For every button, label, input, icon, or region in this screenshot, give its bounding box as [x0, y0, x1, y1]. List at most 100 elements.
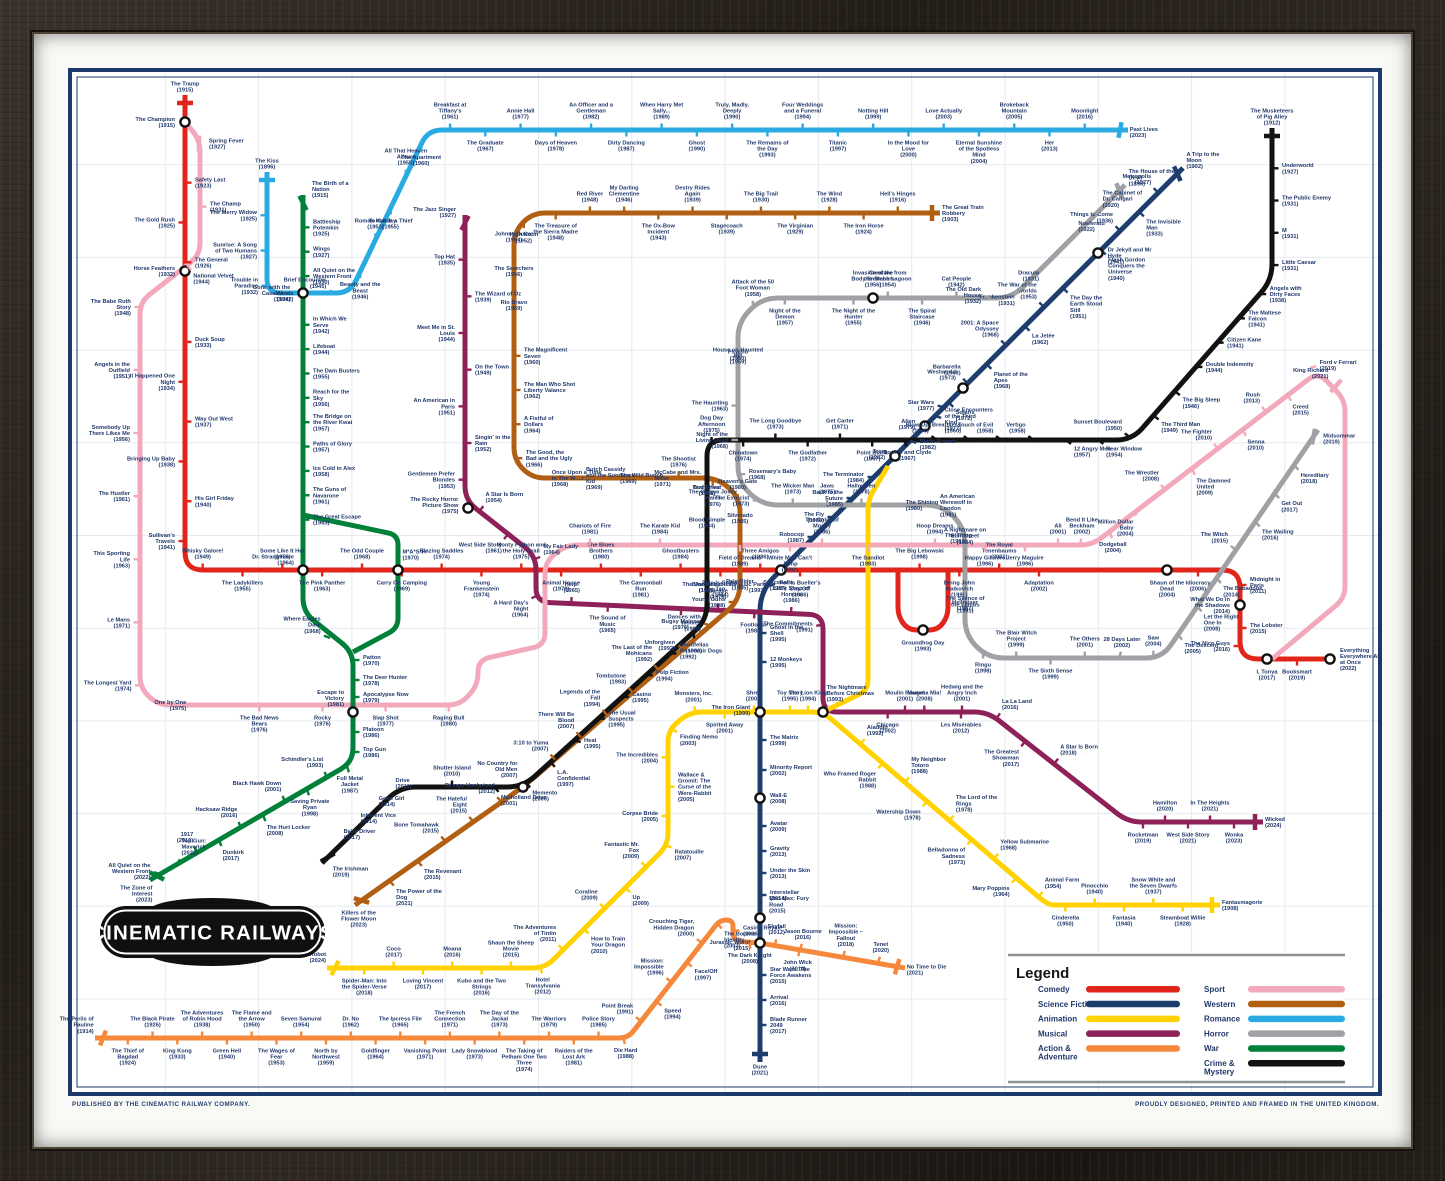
station-label: Shrek(2001) [746, 690, 763, 702]
station-label: Reservoir Dogs(1992) [680, 648, 722, 660]
station-label: Wonka(2023) [1225, 833, 1244, 845]
station-label: Creed(2015) [1292, 404, 1309, 416]
station-marker: Skyfall(2012) [768, 924, 786, 946]
station-label: The Witch(2015) [1201, 532, 1229, 544]
line-connector [302, 512, 401, 655]
station-label: Ghost(1990) [689, 141, 706, 153]
station-label: Le Mans(1971) [107, 617, 130, 629]
station-label: The Lobster(2015) [1250, 623, 1283, 635]
station-label: Casino Royale(2006) [743, 926, 782, 938]
station-marker: Star Wars(1977) [908, 400, 945, 412]
station-label: High Noon(1952) [509, 232, 538, 244]
station-label: Point Blank(1967) [857, 451, 889, 463]
station-label: The Shining(1980) [906, 500, 939, 512]
station-marker: The Witch(2015) [1201, 532, 1237, 551]
station-label: 3:10 to Yuma(2007) [513, 740, 549, 752]
station-label: Blazing Saddles(1974) [420, 548, 464, 560]
station-label: Dr. No(1962) [342, 1016, 359, 1028]
station-label: Young Guns(1988) [692, 597, 725, 609]
station-label: Three Amigos(1986) [741, 548, 779, 560]
station-label: Jaws(1975) [819, 483, 836, 495]
station-marker: Green Hell(1940) [213, 1038, 242, 1061]
station-marker: Rio Bravo(1959) [501, 300, 528, 322]
station-label: Hellraiser(1987) [952, 600, 979, 612]
station-marker: La La Land(2016) [995, 699, 1033, 720]
station-marker: My Fair Lady(1964) [533, 544, 579, 561]
station-marker: One by One(1975) [154, 700, 197, 712]
station-marker: Blazing Saddles(1974) [420, 548, 464, 570]
station-label: The Iron Giant(1999) [712, 705, 751, 717]
station-label: Top Hat(1935) [434, 255, 455, 267]
station-label: Vanishing Point(1971) [404, 1049, 447, 1061]
station-marker: Get Out(2017) [1273, 492, 1302, 513]
station-marker: Fantasia(1940) [1112, 905, 1136, 928]
station-marker: Safety Last(1923) [185, 178, 225, 190]
station-label: Cinderella(1950) [1052, 916, 1080, 928]
station-label: Horse Feathers(1932) [134, 266, 176, 278]
station-label: Silverado(1985) [727, 513, 753, 525]
station-label: Black Hawk Down(2001) [233, 781, 282, 793]
station-label: The Pink Panther(1963) [299, 581, 346, 593]
station-label: Grease(1978) [709, 589, 728, 601]
station-marker: Adaptation(2002) [1024, 570, 1054, 593]
station-marker: 12 Monkeys(1995) [760, 657, 802, 669]
station-marker: Dodgeball(2004) [1099, 531, 1127, 554]
station-marker: Ringu(1998) [975, 651, 992, 675]
legend-label: Animation [1038, 1015, 1077, 1024]
station-marker: Midsommar(2019) [1309, 428, 1356, 446]
station-marker: King Kong(1933) [163, 1038, 192, 1061]
station-label: Mission:Impossible(1996) [634, 958, 664, 976]
station-label: Les Misérables(2012) [941, 723, 982, 735]
station-marker: Blue Velvet(1986) [692, 571, 722, 594]
station-marker: Animal Farm(1954) [1037, 878, 1079, 898]
station-marker: Gravity(2013) [760, 846, 790, 858]
station-marker: Rosemary's Baby(1968) [738, 469, 797, 481]
line-musical [462, 215, 1263, 825]
station-label: M*A*S*H(1970) [402, 549, 425, 561]
station-label: Meet Me in St.Louis(1944) [417, 325, 455, 343]
station-label: Rocky(1976) [314, 716, 332, 728]
station-marker: Touch of Evil(1958) [958, 422, 1003, 441]
line-war [148, 195, 356, 883]
station-marker: 12 Angry Men(1957) [1065, 439, 1111, 459]
station-label: Touch of Evil(1958) [958, 422, 994, 434]
station-marker: Goodfellas(1990) [679, 631, 709, 654]
station-marker: Vanishing Point(1971) [404, 1038, 447, 1061]
station-label: Vertigo(1958) [1006, 422, 1026, 434]
station-label: The General(1926) [195, 257, 228, 269]
station-marker: The Dam Busters(1955) [303, 368, 360, 381]
station-label: M(1931) [1282, 228, 1299, 240]
station-marker: L.A.Confidential(1997) [549, 761, 590, 788]
station-label: Jurassic World(2015) [710, 940, 751, 952]
station-label: The Merry Widow(1925) [210, 210, 258, 222]
station-label: Dirty Dancing(1987) [608, 141, 646, 153]
station-marker: Bonnie and Clyde(1967) [883, 439, 931, 462]
